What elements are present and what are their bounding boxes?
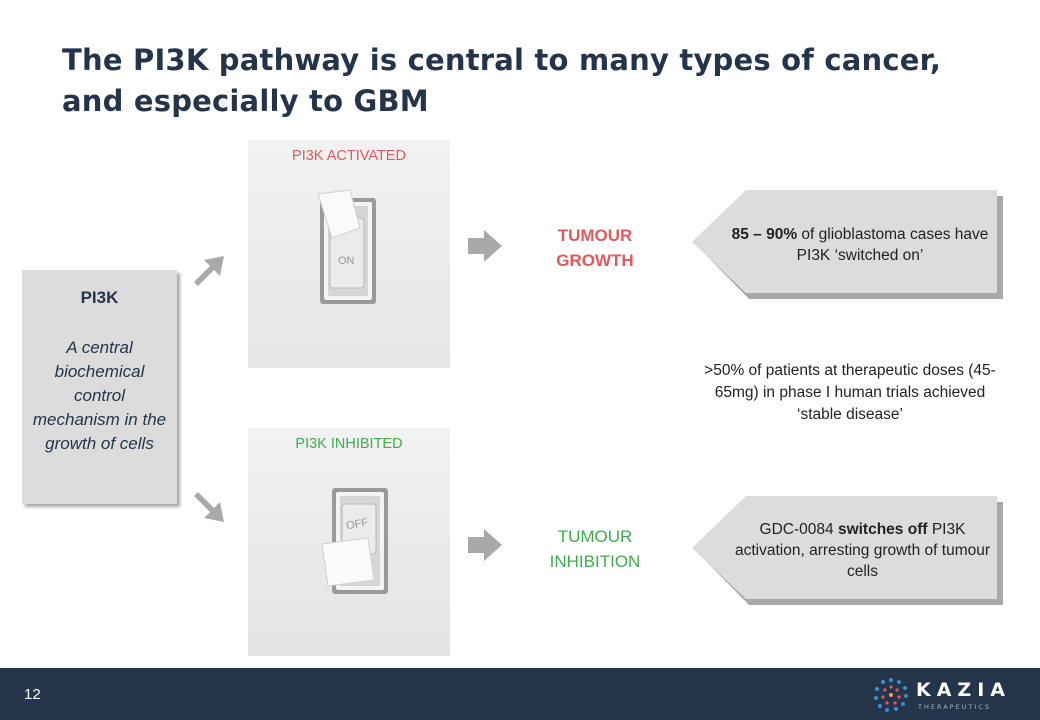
pi3k-box: PI3K A central biochemical control mecha… xyxy=(22,270,177,504)
callout-top-bold: 85 – 90% xyxy=(731,226,798,243)
kazia-dots-icon xyxy=(874,678,908,712)
callout-bottom-text: GDC-0084 switches off PI3K activation, a… xyxy=(735,519,990,582)
arrow-up-right-icon xyxy=(194,256,224,286)
page-number: 12 xyxy=(24,686,41,703)
trial-result-text: >50% of patients at therapeutic doses (4… xyxy=(704,362,996,423)
outcome-inhibition-line-2: INHIBITION xyxy=(549,552,641,571)
slide-title-line-1: The PI3K pathway is central to many type… xyxy=(62,43,942,77)
logo-subtitle: THERAPEUTICS xyxy=(918,703,992,711)
callout-bottom-shape xyxy=(692,496,1003,605)
callout-bottom-pre: GDC-0084 xyxy=(759,521,838,538)
arrow-down-right-icon xyxy=(194,492,224,522)
pi3k-box-title: PI3K xyxy=(80,288,119,307)
pi3k-box-description: A central biochemical control mechanism … xyxy=(32,338,167,453)
outcome-growth-line-2: GROWTH xyxy=(556,251,634,270)
outcome-tumour-growth: TUMOUR GROWTH xyxy=(540,223,650,273)
outcome-inhibition-line-1: TUMOUR xyxy=(557,527,633,546)
outcome-tumour-inhibition: TUMOUR INHIBITION xyxy=(540,524,650,574)
callout-top-rest: of glioblastoma cases have PI3K ‘switche… xyxy=(796,226,989,264)
slide-title: The PI3K pathway is central to many type… xyxy=(62,40,1002,122)
slide-title-line-2: and especially to GBM xyxy=(62,84,429,118)
panel-inhibited: PI3K INHIBITED OFF xyxy=(248,428,450,656)
callout-top-shape xyxy=(692,190,1003,299)
footer-bar: 12 KAZIA THERAPEUTICS xyxy=(0,668,1040,720)
switch-on-text: ON xyxy=(338,255,355,267)
switch-off-icon: OFF xyxy=(321,488,388,594)
panel-activated: PI3K ACTIVATED ON xyxy=(248,140,450,368)
callout-bottom-rest: PI3K activation, arresting growth of tum… xyxy=(735,521,991,580)
switch-on-icon: ON xyxy=(317,189,376,304)
callout-top-text: 85 – 90% of glioblastoma cases have PI3K… xyxy=(730,224,990,266)
logo-name: KAZIA xyxy=(916,679,1011,701)
panel-inhibited-label: PI3K INHIBITED xyxy=(295,436,403,452)
outcome-growth-line-1: TUMOUR xyxy=(557,226,633,245)
switch-off-text: OFF xyxy=(345,517,369,533)
callout-bottom-bold: switches off xyxy=(837,521,928,538)
kazia-logo: KAZIA THERAPEUTICS xyxy=(872,676,1022,716)
arrow-right-icon xyxy=(468,230,502,262)
panel-activated-label: PI3K ACTIVATED xyxy=(292,148,406,164)
arrow-right-icon xyxy=(468,529,502,561)
